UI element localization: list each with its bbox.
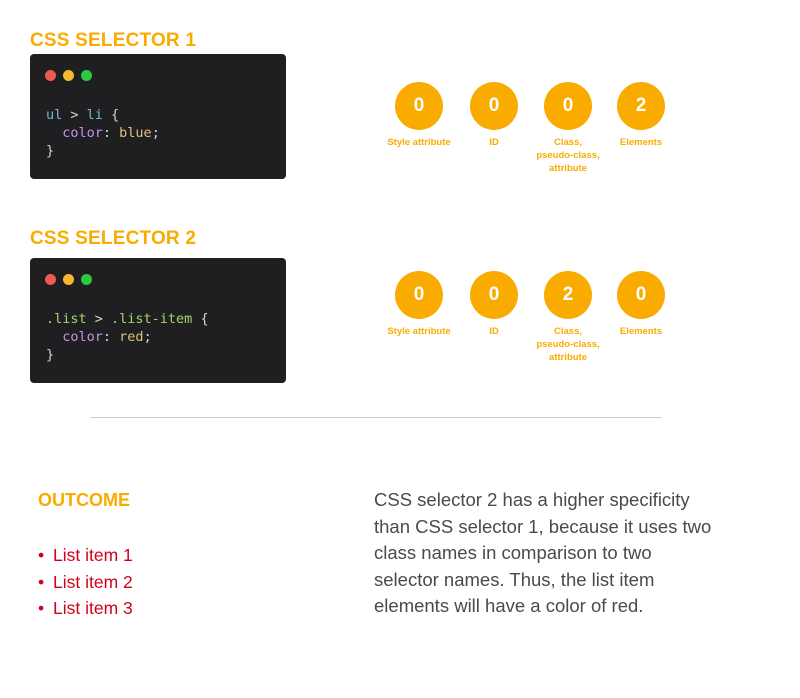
code-token: .list	[46, 311, 87, 327]
minimize-dot-icon	[63, 274, 74, 285]
spec-label: Class, pseudo-class, attribute	[536, 326, 600, 363]
selector-2-specificity: 0 Style attribute 0 ID 2 Class, pseudo-c…	[385, 271, 685, 371]
maximize-dot-icon	[81, 70, 92, 81]
code-token: {	[102, 107, 120, 123]
spec-label: ID	[489, 137, 499, 148]
code-token: color	[46, 329, 103, 345]
minimize-dot-icon	[63, 70, 74, 81]
window-controls	[45, 70, 92, 81]
code-token: }	[46, 143, 55, 159]
code-token: {	[192, 311, 209, 327]
code-token: ul	[46, 107, 63, 123]
spec-class: 2 Class, pseudo-class, attribute	[530, 271, 606, 364]
close-dot-icon	[45, 70, 56, 81]
code-token: >	[86, 311, 112, 327]
spec-style-attribute: 0 Style attribute	[381, 82, 457, 149]
spec-value-circle: 0	[544, 82, 592, 130]
code-token: }	[46, 347, 55, 363]
spec-label: Elements	[619, 137, 663, 148]
spec-id: 0 ID	[456, 271, 532, 338]
spec-label: Elements	[619, 326, 663, 337]
code-token: ;	[151, 125, 160, 141]
spec-value-circle: 0	[395, 82, 443, 130]
outcome-explanation: CSS selector 2 has a higher specificity …	[374, 489, 712, 616]
code-token: color	[46, 125, 103, 141]
code-token: red	[119, 329, 144, 345]
list-item: List item 1	[38, 542, 133, 569]
code-token: :	[102, 125, 120, 141]
spec-style-attribute: 0 Style attribute	[381, 271, 457, 338]
section-divider	[90, 417, 662, 418]
list-item: List item 2	[38, 569, 133, 596]
spec-value-circle: 0	[395, 271, 443, 319]
spec-value-circle: 2	[544, 271, 592, 319]
spec-value-circle: 2	[617, 82, 665, 130]
spec-elements: 0 Elements	[603, 271, 679, 338]
window-controls	[45, 274, 92, 285]
spec-value-circle: 0	[470, 82, 518, 130]
spec-value-circle: 0	[617, 271, 665, 319]
code-token: ;	[143, 329, 152, 345]
spec-class: 0 Class, pseudo-class, attribute	[530, 82, 606, 175]
code-token: .list-item	[111, 311, 193, 327]
spec-elements: 2 Elements	[603, 82, 679, 149]
spec-label: Style attribute	[387, 326, 451, 337]
selector-1-title: CSS SELECTOR 1	[30, 30, 197, 51]
selector-1-code: ul > li { color: blue; }	[46, 106, 160, 160]
selector-2-code-window: .list > .list-item { color: red; }	[30, 258, 286, 383]
selector-2-code: .list > .list-item { color: red; }	[46, 310, 209, 364]
spec-value-circle: 0	[470, 271, 518, 319]
maximize-dot-icon	[81, 274, 92, 285]
spec-label: ID	[489, 326, 499, 337]
selector-1-code-window: ul > li { color: blue; }	[30, 54, 286, 179]
code-token: blue	[119, 125, 152, 141]
list-item: List item 3	[38, 595, 133, 622]
selector-1-specificity: 0 Style attribute 0 ID 0 Class, pseudo-c…	[385, 82, 685, 182]
selector-2-title: CSS SELECTOR 2	[30, 228, 197, 249]
code-token: >	[62, 107, 87, 123]
spec-label: Class, pseudo-class, attribute	[536, 137, 600, 174]
outcome-title: OUTCOME	[38, 490, 130, 510]
close-dot-icon	[45, 274, 56, 285]
spec-id: 0 ID	[456, 82, 532, 149]
spec-label: Style attribute	[387, 137, 451, 148]
outcome-list: List item 1 List item 2 List item 3	[38, 542, 133, 622]
code-token: li	[86, 107, 103, 123]
code-token: :	[102, 329, 120, 345]
